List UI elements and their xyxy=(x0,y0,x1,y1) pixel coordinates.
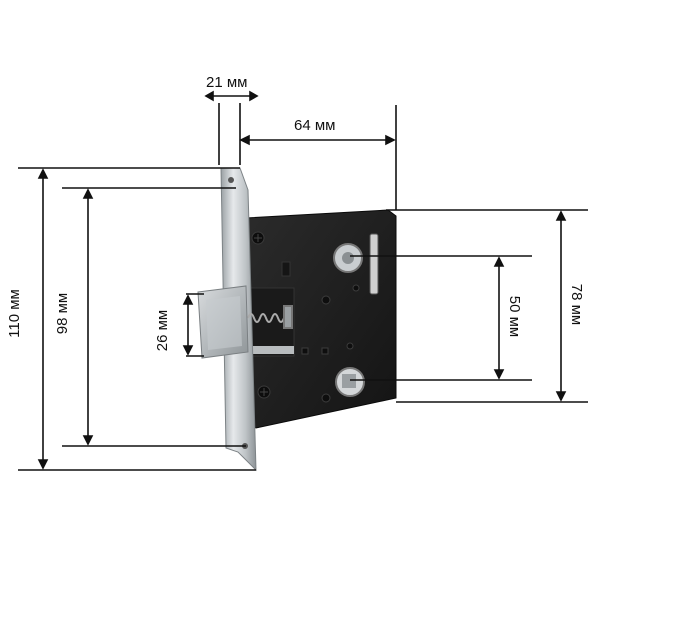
dim-label-98: 98 мм xyxy=(54,292,72,335)
latch-spring xyxy=(247,305,293,329)
dim-label-78: 78 мм xyxy=(568,283,586,326)
dim-label-21: 21 мм xyxy=(206,74,248,91)
dim-label-64: 64 мм xyxy=(294,117,336,134)
dim-label-26: 26 мм xyxy=(154,309,172,352)
dim-label-50: 50 мм xyxy=(506,295,524,338)
dim-label-110: 110 мм xyxy=(5,289,23,338)
faceplate-screw-hole-top xyxy=(228,177,234,183)
